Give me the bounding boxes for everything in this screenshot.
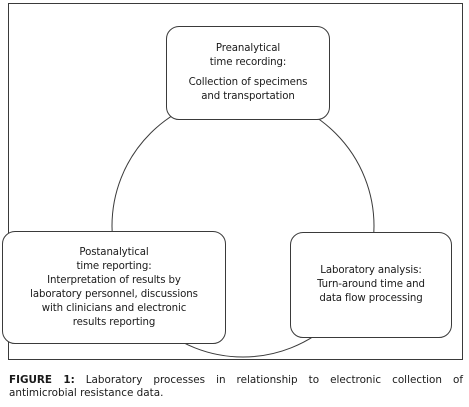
preanalytical-heading-line-1: Preanalytical bbox=[215, 43, 281, 54]
figure-caption: FIGURE 1: Laboratory processes in relati… bbox=[9, 374, 463, 400]
laboratory-body-line-2: data flow processing bbox=[319, 293, 423, 304]
laboratory-heading-line-1: Laboratory analysis: bbox=[320, 265, 422, 276]
postanalytical-body-line-2: laboratory personnel, discussions bbox=[30, 288, 198, 300]
preanalytical-body-line-2: and transportation bbox=[201, 91, 295, 102]
figure-frame bbox=[8, 3, 463, 360]
postanalytical-step-box: Postanalytical time reporting: Interpret… bbox=[2, 231, 226, 344]
postanalytical-body-line-1: Interpretation of results by bbox=[47, 274, 181, 286]
postanalytical-heading-line-2: time reporting: bbox=[76, 260, 152, 272]
preanalytical-step-box: Preanalytical time recording: Collection… bbox=[166, 26, 330, 120]
postanalytical-heading-line-1: Postanalytical bbox=[79, 246, 149, 258]
figure-caption-label: FIGURE 1: bbox=[9, 374, 75, 386]
postanalytical-body-line-4: results reporting bbox=[72, 316, 156, 328]
preanalytical-body-line-1: Collection of specimens bbox=[188, 77, 308, 88]
postanalytical-body-line-3: with clinicians and electronic bbox=[41, 302, 187, 314]
laboratory-analysis-step-box: Laboratory analysis: Turn-around time an… bbox=[290, 232, 452, 338]
laboratory-body-line-1: Turn-around time and bbox=[317, 279, 425, 290]
preanalytical-heading-line-2: time recording: bbox=[209, 57, 287, 68]
figure-caption-text: Laboratory processes in relationship to … bbox=[9, 374, 463, 399]
